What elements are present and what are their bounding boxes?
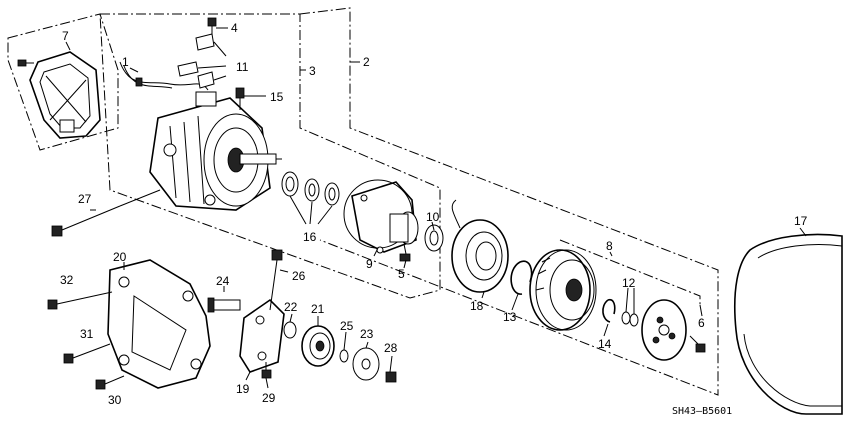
ac-compressor — [149, 91, 282, 211]
callout-6: 6 — [698, 316, 705, 330]
bolt-31 — [63, 343, 111, 364]
callout-14: 14 — [598, 337, 612, 351]
switch-sensor — [207, 17, 217, 36]
bolt-32 — [47, 291, 113, 310]
compressor-bracket — [107, 259, 211, 389]
callout-24: 24 — [216, 274, 230, 288]
callout-1: 1 — [122, 55, 129, 69]
snap-ring-small — [602, 298, 616, 323]
callout-7: 7 — [62, 29, 69, 43]
bolt-30 — [95, 375, 125, 390]
lock-nut — [385, 371, 397, 383]
bearing — [424, 224, 444, 252]
shaft-seals — [281, 171, 340, 206]
callout-26: 26 — [292, 269, 306, 283]
callout-3: 3 — [309, 64, 316, 78]
adjusting-bolt — [269, 249, 283, 311]
pulley-cover — [352, 347, 380, 381]
callout-30: 30 — [108, 393, 122, 407]
compressor-cover-plate — [29, 51, 101, 139]
callout-32: 32 — [60, 273, 74, 287]
callout-9: 9 — [366, 257, 373, 271]
callout-25: 25 — [340, 319, 354, 333]
callout-15: 15 — [270, 90, 284, 104]
callout-10: 10 — [426, 210, 440, 224]
callout-20: 20 — [113, 250, 127, 264]
callout-21: 21 — [311, 302, 325, 316]
callout-2: 2 — [363, 55, 370, 69]
callout-22: 22 — [284, 300, 298, 314]
callout-16: 16 — [303, 230, 317, 244]
callout-4: 4 — [231, 21, 238, 35]
idler-washer — [339, 349, 349, 363]
harness-clips — [177, 33, 215, 89]
callout-5: 5 — [398, 267, 405, 281]
center-bolt — [689, 335, 706, 353]
leader-lines — [65, 27, 807, 389]
group-outline-2 — [299, 7, 719, 396]
callout-29: 29 — [262, 391, 276, 405]
callout-11: 11 — [236, 60, 249, 74]
callout-28: 28 — [384, 341, 398, 355]
mounting-bolt-24 — [207, 297, 241, 313]
relief-valve — [235, 87, 245, 110]
housing-bolt — [399, 243, 411, 262]
field-coil — [451, 199, 509, 293]
callout-18: 18 — [470, 299, 484, 313]
callout-19: 19 — [236, 382, 250, 396]
drive-belt — [733, 233, 843, 415]
callout-23: 23 — [360, 327, 374, 341]
callout-27: 27 — [78, 192, 92, 206]
group-outline-8 — [559, 239, 701, 305]
diagram-code: SH43—B5601 — [672, 406, 732, 417]
cover-bolt — [17, 59, 34, 67]
callout-31: 31 — [80, 327, 94, 341]
clutch-pulley — [529, 249, 597, 331]
callout-13: 13 — [503, 310, 517, 324]
front-housing — [343, 179, 419, 254]
callout-17: 17 — [794, 214, 808, 228]
armature-plate — [641, 299, 687, 361]
idler-collar — [283, 321, 297, 339]
adjuster-bracket — [239, 298, 285, 373]
callouts: 1 2 3 4 5 6 7 8 9 10 11 12 13 14 15 16 1… — [60, 21, 808, 407]
callout-12: 12 — [622, 276, 636, 290]
idler-pulley — [301, 325, 335, 367]
shims — [621, 311, 639, 327]
bolt-27 — [51, 189, 161, 237]
snap-ring-large — [510, 260, 533, 295]
callout-8: 8 — [606, 239, 613, 253]
